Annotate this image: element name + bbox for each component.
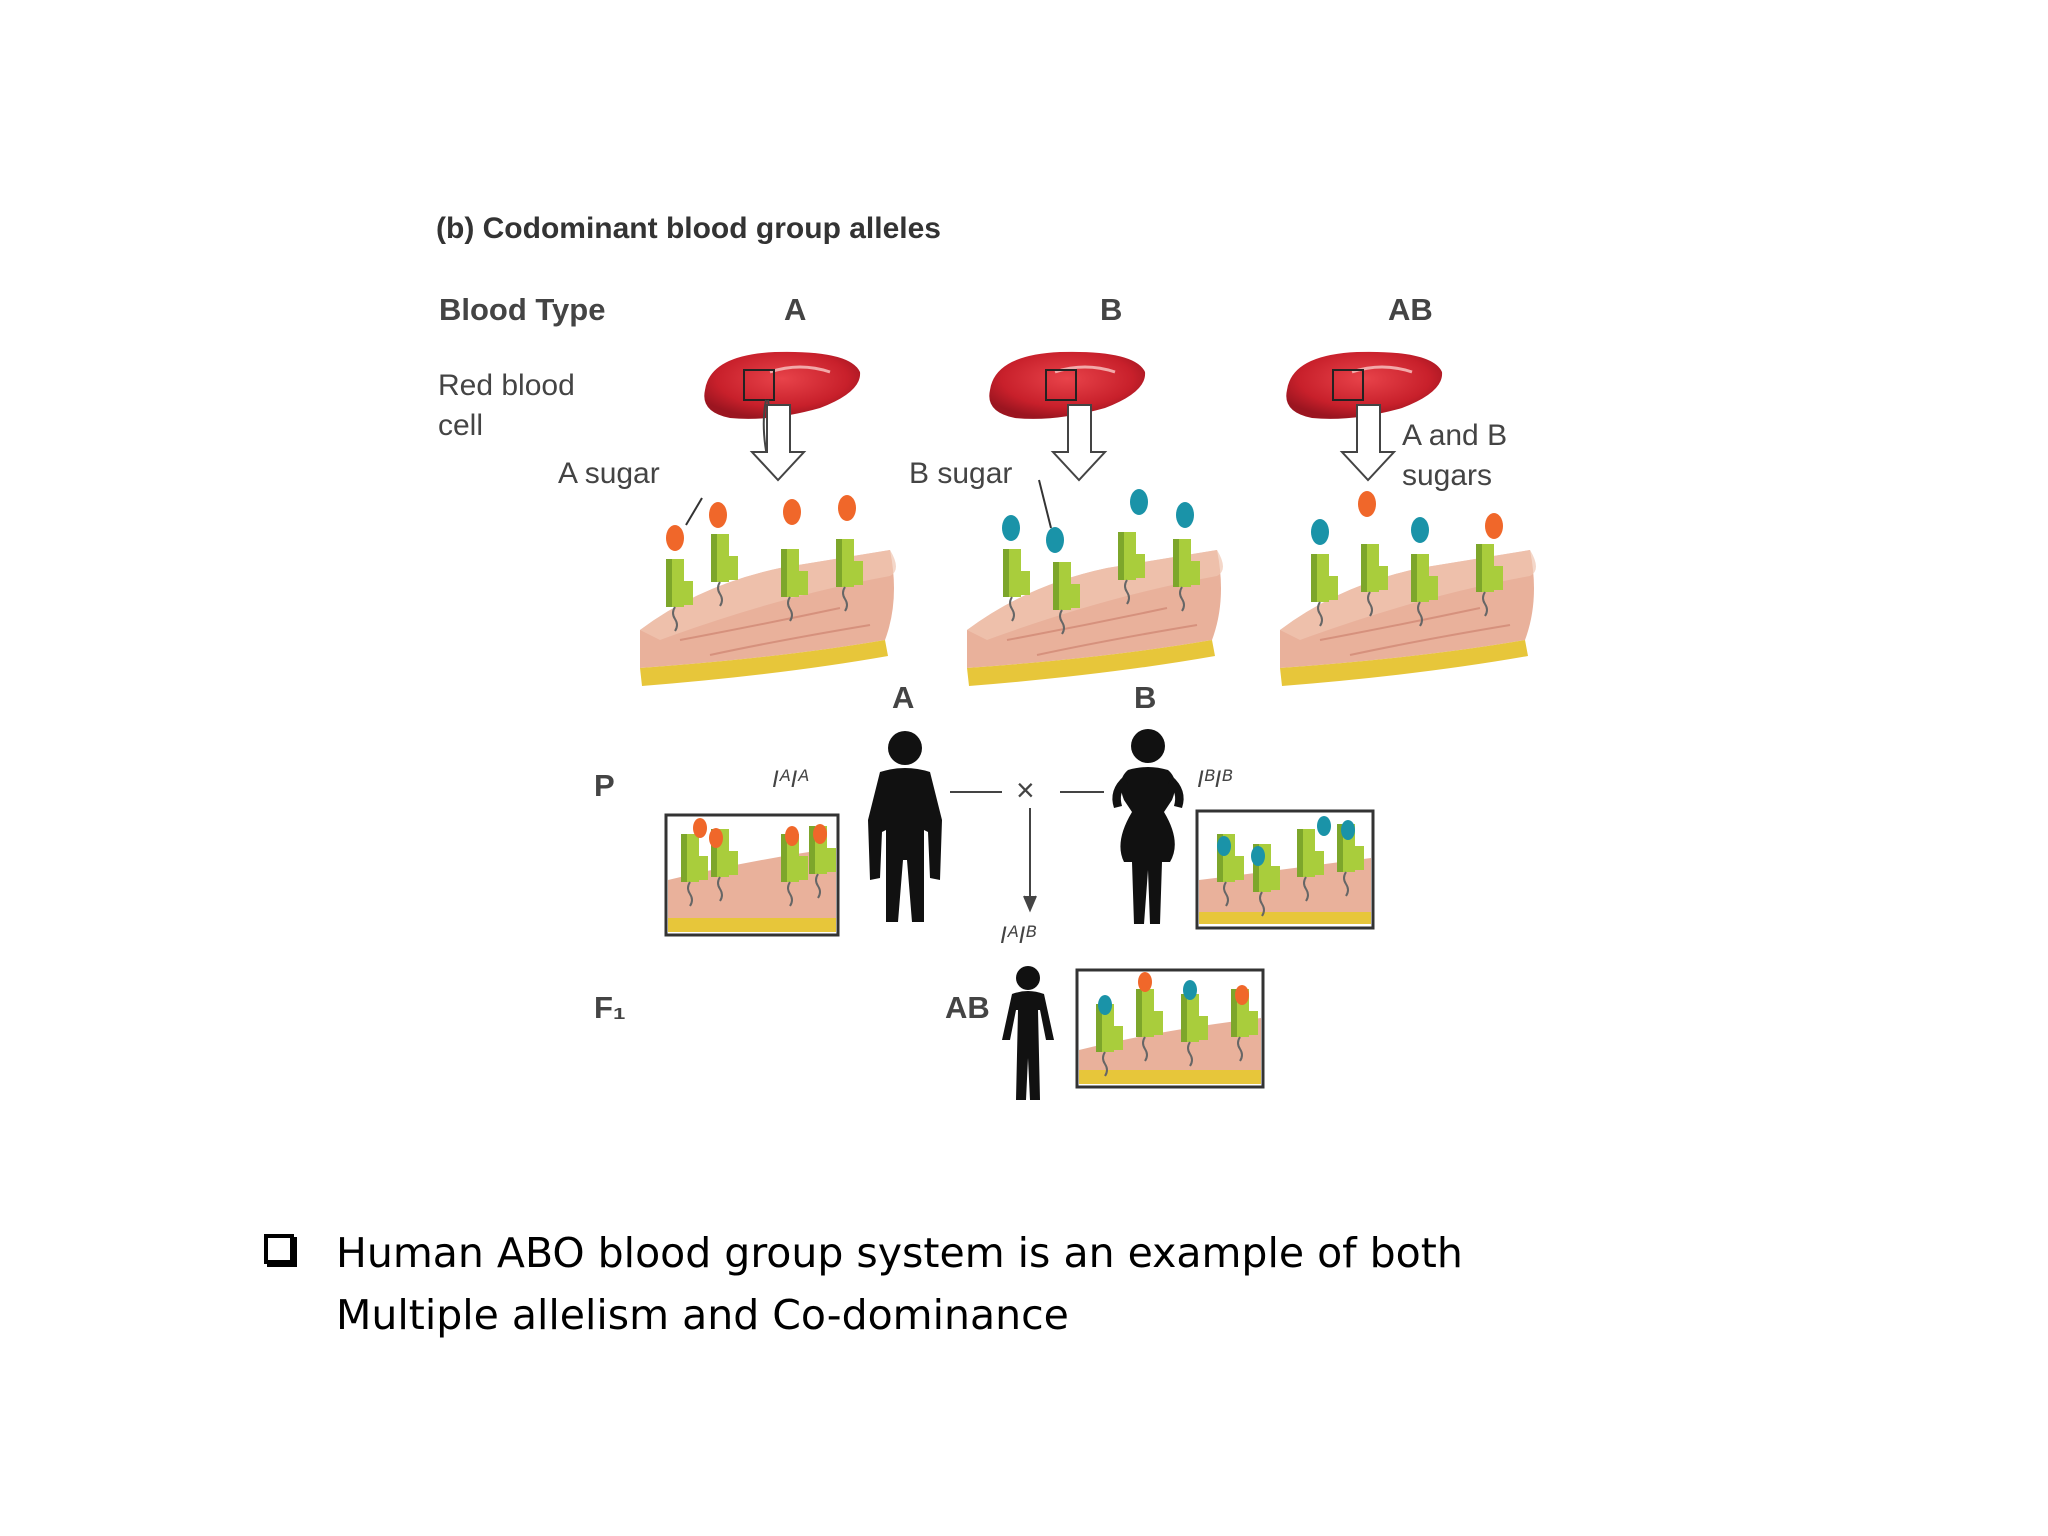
genotype-f1: IᴬIᴮ: [1000, 922, 1037, 949]
rbc-type-ab: [1286, 351, 1443, 419]
red-blood-cell-label-line2: cell: [438, 409, 484, 442]
rbc-type-b: [989, 351, 1146, 419]
inset-parent-b: [1195, 809, 1375, 930]
genotype-parent-a: IᴬIᴬ: [772, 766, 809, 793]
genotype-parent-b: IᴮIᴮ: [1197, 766, 1233, 793]
caption-line-1: Human ABO blood group system is an examp…: [336, 1229, 1463, 1277]
membrane-type-b: [966, 479, 1224, 687]
ab-sugars-label-line1: A and B: [1402, 419, 1508, 452]
zoom-arrow-b-icon: [1050, 404, 1108, 482]
parent-b-phenotype: B: [1134, 680, 1157, 715]
blood-type-header: Blood Type: [439, 292, 606, 327]
f1-generation-label: F₁: [594, 990, 626, 1025]
ab-sugars-label-line2: sugars: [1402, 459, 1493, 492]
b-sugar-label: B sugar: [909, 457, 1013, 490]
column-label-ab: AB: [1388, 292, 1433, 327]
caption-line-2: Multiple allelism and Co-dominance: [336, 1291, 1069, 1339]
column-label-b: B: [1100, 292, 1123, 327]
column-label-a: A: [784, 292, 807, 327]
membrane-type-a: [639, 495, 897, 687]
f1-phenotype: AB: [945, 990, 990, 1025]
parent-a-silhouette: [868, 731, 942, 922]
parent-a-phenotype: A: [892, 680, 915, 715]
f1-child-silhouette: [1002, 966, 1054, 1100]
checkbox-bullet-icon: [264, 1234, 294, 1264]
inset-parent-a: [664, 813, 840, 937]
zoom-arrow-a-icon: [749, 404, 807, 482]
a-sugar-label: A sugar: [558, 457, 660, 490]
red-blood-cell-label-line1: Red blood: [438, 369, 575, 402]
caption-text: Human ABO blood group system is an examp…: [336, 1222, 1636, 1346]
parent-b-silhouette: [1112, 729, 1184, 924]
p-generation-label: P: [594, 768, 615, 803]
panel-title: (b) Codominant blood group alleles: [436, 212, 941, 245]
membrane-type-ab: [1279, 491, 1537, 687]
cross-symbol: ×: [1016, 772, 1035, 808]
zoom-arrow-ab-icon: [1339, 404, 1397, 482]
inset-f1: [1075, 968, 1265, 1089]
cross-connector: [950, 791, 1104, 913]
